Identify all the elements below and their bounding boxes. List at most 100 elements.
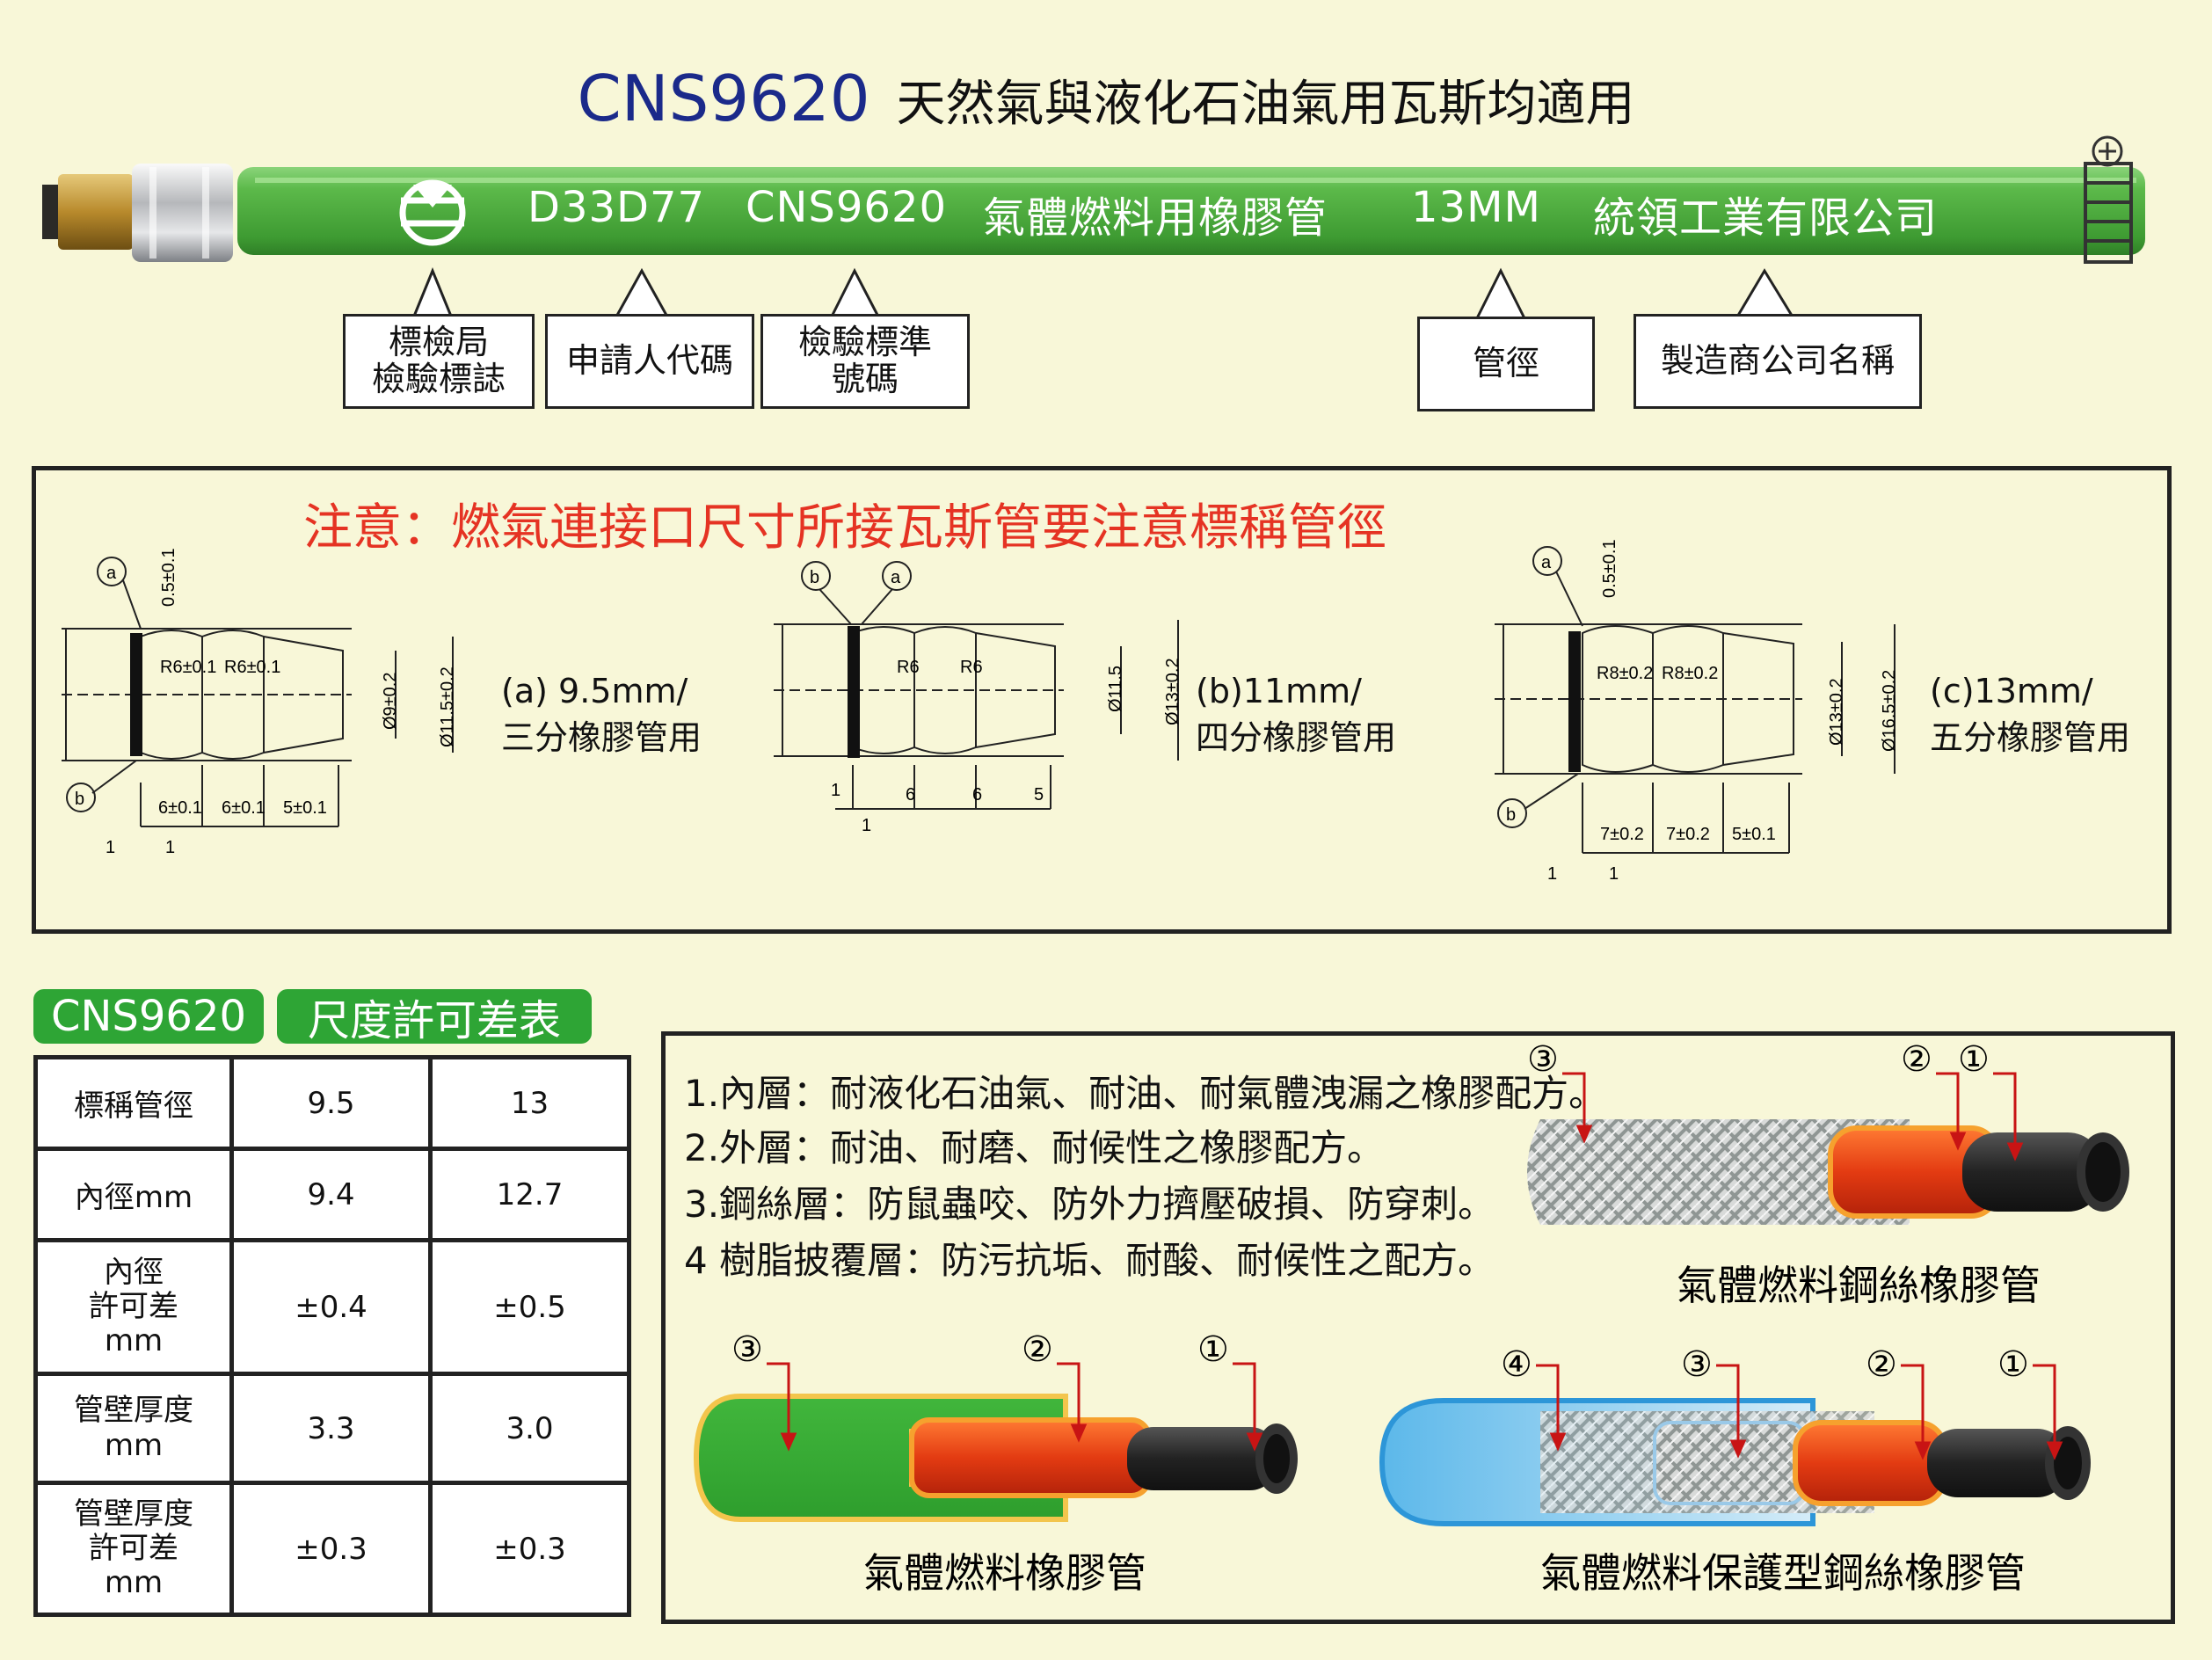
label-mark-line1: 標檢局 (388, 323, 489, 362)
size-b-title: (b)11mm/ (1196, 672, 1362, 710)
c-len3: 5±0.1 (1732, 825, 1776, 844)
hose-print-size: 13MM (1411, 183, 1541, 232)
b-len1: 6 (906, 785, 915, 805)
size-b-desc: 四分橡膠管用 (1196, 718, 1397, 758)
c-one-left: 1 (1547, 864, 1557, 884)
b-len3: 5 (1034, 785, 1044, 805)
notice-frame (32, 466, 2172, 934)
a-r2: R6±0.1 (224, 658, 280, 677)
row-label-text: 標稱管徑 (74, 1088, 193, 1124)
row-label: 標稱管徑 (33, 1055, 234, 1151)
steel-n1: ① (1958, 1039, 1990, 1080)
label-diameter: 管徑 (1417, 317, 1595, 411)
prot-n4: ④ (1501, 1344, 1532, 1385)
a-len1: 6±0.1 (158, 798, 202, 818)
row-label: 內徑mm (33, 1147, 234, 1242)
a-top: 0.5±0.1 (159, 548, 178, 607)
rubber-n2: ② (1022, 1329, 1053, 1370)
protected-hose (1379, 1398, 2091, 1526)
caption-steel-hose: 氣體燃料鋼絲橡膠管 (1677, 1262, 2041, 1309)
c-r1: R8±0.2 (1597, 664, 1653, 683)
size-a-title: (a) 9.5mm/ (501, 672, 688, 710)
row-value: ±0.5 (428, 1238, 631, 1376)
a-len2: 6±0.1 (222, 798, 266, 818)
drawing-c: a b R8±0.2 R8±0.2 7±0.2 7±0.2 5±0.1 1 1 … (1495, 539, 1899, 884)
label-standard-line1: 檢驗標準 (797, 323, 932, 362)
a-r1: R6±0.1 (160, 658, 216, 677)
caption-rubber-hose: 氣體燃料橡膠管 (863, 1549, 1146, 1597)
c-r2: R8±0.2 (1662, 664, 1718, 683)
label-mark: 標檢局檢驗標誌 (343, 314, 535, 409)
row-label-text: mm (104, 1323, 164, 1359)
prot-n3: ③ (1681, 1344, 1713, 1385)
steel-n2: ② (1901, 1039, 1932, 1080)
row-value: 9.4 (229, 1147, 433, 1242)
b-din: Ø11.5 (1106, 666, 1125, 712)
row-label-text: 內徑mm (74, 1180, 193, 1215)
label-standard-line2: 號碼 (831, 360, 899, 398)
row-label-text: 許可差 (89, 1288, 178, 1324)
ladder-icon (2084, 162, 2133, 264)
row-value: ±0.3 (229, 1481, 433, 1617)
mark-b2: b (810, 568, 819, 587)
a-dout: Ø11.5±0.2 (438, 666, 457, 747)
layer-3: 3.鋼絲層：防鼠蟲咬、防外力擠壓破損、防穿刺。 (684, 1183, 1495, 1226)
label-manufacturer: 製造商公司名稱 (1634, 314, 1922, 409)
prot-n1: ① (1997, 1344, 2029, 1385)
row-label-text: mm (104, 1565, 164, 1601)
prot-n2: ② (1866, 1344, 1897, 1385)
b-r1: R6 (897, 658, 920, 677)
row-label-text: 管壁厚度 (74, 1496, 193, 1532)
row-value: 9.5 (229, 1055, 433, 1151)
drawing-b: b a R6 R6 6 6 5 1 1 Ø11.5 Ø13±0.2 (774, 561, 1182, 835)
row-label-text: 內徑 (104, 1254, 164, 1290)
title-code: CNS9620 (577, 62, 870, 135)
b-r2: R6 (960, 658, 983, 677)
inspection-mark-icon (399, 179, 466, 246)
brass-nut (58, 174, 134, 250)
c-din: Ø13±0.2 (1827, 678, 1846, 746)
a-din: Ø9±0.2 (381, 673, 400, 730)
mark-b3: b (1506, 805, 1516, 825)
row-value: ±0.4 (229, 1238, 433, 1376)
row-label-text: 管壁厚度 (74, 1393, 193, 1429)
row-value: 3.3 (229, 1372, 433, 1485)
a-one-right: 1 (165, 838, 175, 857)
b-one-right: 1 (862, 816, 871, 835)
c-dout: Ø16.5±0.2 (1880, 670, 1899, 752)
hose-illustration (42, 135, 2145, 264)
rubber-n1: ① (1197, 1329, 1229, 1370)
row-value: ±0.3 (428, 1481, 631, 1617)
size-b-caption: (b)11mm/四分橡膠管用 (1196, 668, 1396, 761)
mark-a3: a (1541, 553, 1552, 572)
a-one-left: 1 (106, 838, 115, 857)
caption-protected-hose: 氣體燃料保護型鋼絲橡膠管 (1540, 1549, 2026, 1597)
layer-4: 4 樹脂披覆層：防污抗垢、耐酸、耐候性之配方。 (684, 1239, 1495, 1282)
rubber-n3: ③ (731, 1329, 763, 1370)
hose-print-std: CNS9620 (746, 183, 948, 232)
hose-body (237, 167, 2145, 255)
size-a-caption: (a) 9.5mm/三分橡膠管用 (501, 668, 702, 761)
callout-pointers (411, 267, 1795, 319)
size-c-title: (c)13mm/ (1930, 672, 2093, 710)
label-applicant: 申請人代碼 (545, 314, 754, 409)
table-row: 標稱管徑 9.5 13 (33, 1055, 631, 1151)
hose-layers-illustration: ③ ② ① 氣體燃料鋼絲橡膠管 ③ ② ① 氣體燃料橡膠管 ④ ③ ② ① (693, 1039, 2129, 1597)
label-mark-line2: 檢驗標誌 (371, 360, 506, 398)
mark-a: a (106, 564, 117, 583)
rubber-hose (693, 1394, 1298, 1522)
size-c-desc: 五分橡膠管用 (1930, 718, 2131, 758)
plus-circle-icon (2092, 135, 2123, 167)
c-len2: 7±0.2 (1666, 825, 1710, 844)
steel-n3: ③ (1527, 1039, 1559, 1080)
layer-1: 1.內層：耐液化石油氣、耐油、耐氣體洩漏之橡膠配方。 (684, 1072, 1606, 1115)
c-len1: 7±0.2 (1600, 825, 1644, 844)
mark-a2: a (891, 568, 901, 587)
notice-text: 注意：燃氣連接口尺寸所接瓦斯管要注意標稱管徑 (303, 499, 1386, 557)
